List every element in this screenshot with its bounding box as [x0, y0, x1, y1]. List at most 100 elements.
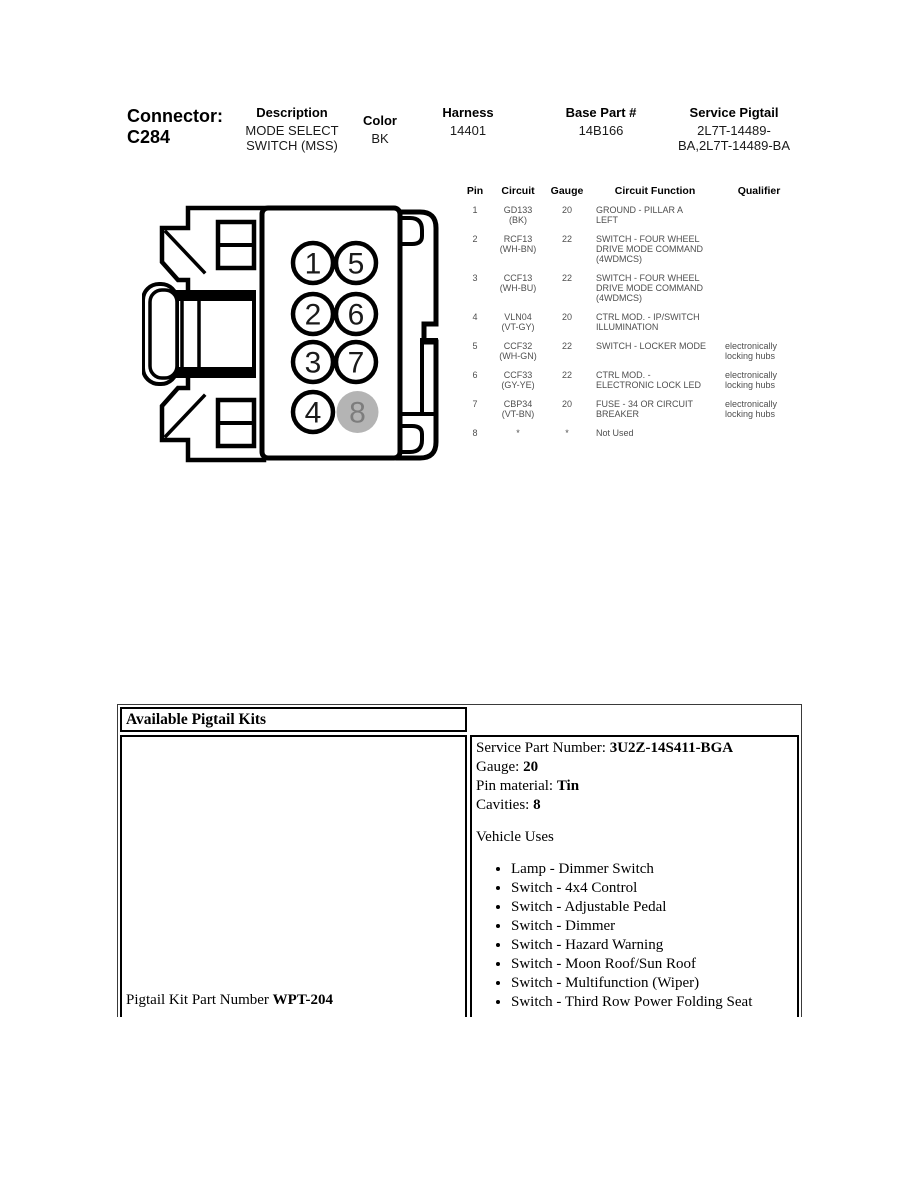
- service-part-detail-line: Pin material: Tin: [476, 777, 793, 796]
- pigtail-kit-part-number: Pigtail Kit Part Number WPT-204: [126, 992, 333, 1009]
- circuit-function-cell: Not Used: [596, 428, 634, 438]
- header-field-harness: Harness 14401: [428, 106, 508, 139]
- circuit-code: RCF13: [503, 234, 533, 244]
- pin-circle-3: [290, 339, 336, 385]
- pin-table-row: 8 * * Not Used: [461, 428, 795, 447]
- service-pigtail-label: Service Pigtail: [689, 105, 779, 120]
- pigtail-kits-title: Available Pigtail Kits: [126, 710, 267, 728]
- circuit-code: CCF13: [503, 273, 533, 283]
- circuit-code: CBP34: [503, 399, 533, 409]
- pin-cell: 1: [472, 205, 478, 215]
- circuit-wire-color: (VT-GY): [501, 322, 535, 332]
- base-part-label: Base Part #: [565, 105, 637, 120]
- service-part-detail-line: Gauge: 20: [476, 758, 793, 777]
- vehicle-use-item: Switch - Multifunction (Wiper): [511, 974, 793, 993]
- circuit-wire-color: (WH-BU): [499, 283, 537, 293]
- header-field-base-part: Base Part # 14B166: [553, 105, 649, 139]
- pin-cell: 3: [472, 273, 478, 283]
- latch-top-outline: [159, 205, 267, 295]
- gauge-cell: 22: [561, 341, 572, 351]
- pin-number-4: 4: [305, 397, 322, 430]
- pigtail-kits-title-cell: Available Pigtail Kits: [120, 707, 467, 732]
- pin-number-6: 6: [348, 299, 365, 332]
- pin-table-row: 3 CCF13 (WH-BU) 22 SWITCH - FOUR WHEEL D…: [461, 273, 795, 312]
- description-value: MODE SELECT SWITCH (MSS): [245, 123, 339, 153]
- pin-number-5: 5: [348, 248, 365, 281]
- circuit-cell: RCF13 (WH-BN): [489, 234, 547, 273]
- service-part-detail-line: Cavities: 8: [476, 796, 793, 815]
- connector-diagram: 1 5 2 6 3 7 4 8: [142, 192, 442, 477]
- col-header-pin: Pin: [466, 185, 484, 197]
- circuit-code: *: [516, 428, 520, 438]
- kit-part-number-label: Pigtail Kit Part Number: [126, 992, 273, 1008]
- pigtail-kits-body-row: Pigtail Kit Part Number WPT-204 Service …: [120, 735, 799, 1017]
- circuit-cell: CCF32 (WH-GN): [489, 341, 547, 370]
- pigtail-kits-table: Available Pigtail Kits Pigtail Kit Part …: [117, 704, 802, 1017]
- qualifier-cell: electronically locking hubs: [725, 399, 778, 419]
- qualifier-cell: [723, 428, 795, 447]
- pin-circle-7: [333, 339, 379, 385]
- pin-circle-8-not-used: [336, 391, 379, 433]
- vehicle-use-item: Switch - Adjustable Pedal: [511, 898, 793, 917]
- circuit-code: VLN04: [504, 312, 532, 322]
- col-header-gauge: Gauge: [550, 185, 584, 197]
- pigtail-kit-cell: Pigtail Kit Part Number WPT-204: [120, 735, 467, 1017]
- detail-label: Pin material:: [476, 778, 557, 794]
- col-header-circuit-function: Circuit Function: [614, 185, 696, 197]
- flange-mid-detail: [398, 338, 438, 416]
- pin-number-3: 3: [305, 347, 322, 380]
- vehicle-use-item: Switch - Hazard Warning: [511, 936, 793, 955]
- service-part-details-cell: Service Part Number: 3U2Z-14S411-BGA Gau…: [470, 735, 799, 1017]
- header-field-description: Description MODE SELECT SWITCH (MSS): [234, 105, 350, 154]
- qualifier-cell: electronically locking hubs: [725, 370, 778, 390]
- latch-center-bottom-bar: [176, 367, 254, 376]
- detail-label: Gauge:: [476, 759, 524, 775]
- pin-circle-6: [333, 291, 379, 337]
- latch-center-block: [174, 290, 256, 378]
- circuit-code: CCF32: [503, 341, 533, 351]
- gauge-cell: 22: [561, 273, 572, 283]
- detail-label: Cavities:: [476, 797, 534, 813]
- description-label: Description: [256, 105, 328, 120]
- pin-number-8: 8: [349, 397, 366, 430]
- pin-table-header-row: Pin Circuit Gauge Circuit Function Quali…: [461, 186, 795, 205]
- col-header-qualifier: Qualifier: [737, 185, 781, 197]
- gauge-cell: 20: [561, 312, 572, 322]
- vehicle-uses-list: Lamp - Dimmer Switch Switch - 4x4 Contro…: [476, 860, 793, 1012]
- qualifier-cell: [723, 312, 795, 341]
- circuit-cell: *: [489, 428, 547, 447]
- circuit-function-cell: SWITCH - FOUR WHEEL DRIVE MODE COMMAND (…: [596, 273, 704, 303]
- detail-value: 20: [523, 759, 539, 775]
- latch-bottom-diagonal: [163, 393, 207, 439]
- detail-label: Service Part Number:: [476, 740, 610, 756]
- qualifier-cell: [723, 205, 795, 234]
- pin-table-row: 6 CCF33 (GY-YE) 22 CTRL MOD. - ELECTRONI…: [461, 370, 795, 399]
- vehicle-use-item: Switch - 4x4 Control: [511, 879, 793, 898]
- gauge-cell: 22: [561, 370, 572, 380]
- pin-cell: 5: [472, 341, 478, 351]
- pin-circle-4: [290, 389, 336, 435]
- circuit-function-cell: GROUND - PILLAR A LEFT: [596, 205, 684, 225]
- pin-circle-5: [333, 240, 379, 286]
- pin-table-row: 1 GD133 (BK) 20 GROUND - PILLAR A LEFT: [461, 205, 795, 234]
- circuit-code: GD133: [503, 205, 533, 215]
- pin-circle-1: [290, 240, 336, 286]
- circuit-function-cell: CTRL MOD. - ELECTRONIC LOCK LED: [596, 370, 702, 390]
- kit-part-number-value: WPT-204: [272, 992, 333, 1008]
- pin-cell: 4: [472, 312, 478, 322]
- flange-bottom-tab: [398, 424, 424, 454]
- circuit-wire-color: (WH-GN): [499, 351, 537, 361]
- qualifier-cell: [723, 273, 795, 312]
- detail-value: 3U2Z-14S411-BGA: [609, 740, 734, 756]
- flange-top-tab: [398, 216, 424, 246]
- circuit-cell: CCF33 (GY-YE): [489, 370, 547, 399]
- pin-number-1: 1: [305, 248, 322, 281]
- color-label: Color: [363, 113, 397, 128]
- pin-number-7: 7: [348, 347, 365, 380]
- circuit-wire-color: (GY-YE): [501, 380, 535, 390]
- circuit-cell: VLN04 (VT-GY): [489, 312, 547, 341]
- vehicle-use-item: Switch - Third Row Power Folding Seat: [511, 993, 793, 1012]
- pin-cell: 7: [472, 399, 478, 409]
- detail-value: Tin: [556, 778, 580, 794]
- qualifier-cell: electronically locking hubs: [725, 341, 778, 361]
